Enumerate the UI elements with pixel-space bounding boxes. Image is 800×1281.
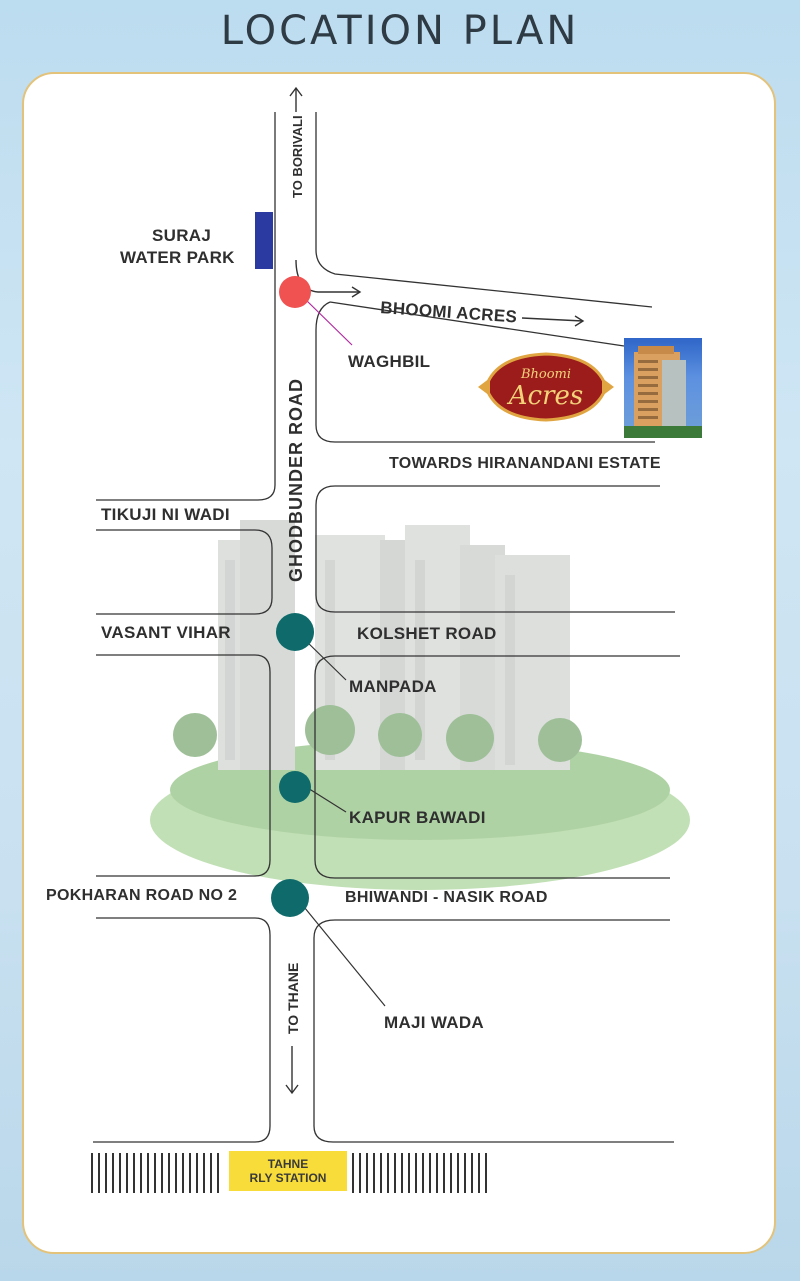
water-park-marker: [255, 212, 273, 269]
majiwada-marker: [271, 879, 309, 917]
majiwada-label: MAJI WADA: [384, 1013, 484, 1032]
vasant-vihar-label: VASANT VIHAR: [101, 623, 231, 642]
bhoomi-acres-logo: Bhoomi Acres: [478, 352, 614, 422]
station-line1: TAHNE: [267, 1157, 309, 1171]
suraj-label-line2: WATER PARK: [120, 248, 235, 267]
suraj-label-line1: SURAJ: [152, 226, 212, 245]
bhiwandi-nasik-road-label: BHIWANDI - NASIK ROAD: [345, 889, 548, 906]
kolshet-road-label: KOLSHET ROAD: [357, 624, 497, 643]
manpada-marker: [276, 613, 314, 651]
logo-line2: Acres: [507, 381, 584, 411]
waghbil-label: WAGHBIL: [348, 352, 431, 371]
road-lines: [93, 112, 680, 1143]
kapur-bawadi-label: KAPUR BAWADI: [349, 808, 486, 827]
marker-pointers: [299, 299, 386, 1007]
manpada-label: MANPADA: [349, 677, 437, 696]
kapur-bawadi-marker: [279, 771, 311, 803]
building-illustration: [150, 520, 690, 890]
logo-line1: Bhoomi: [520, 367, 571, 382]
thane-station-box: TAHNE RLY STATION: [229, 1151, 347, 1191]
waghbil-marker: [279, 276, 311, 308]
to-borivali-label: TO BORIVALI: [290, 115, 305, 198]
to-thane-label: TO THANE: [285, 962, 301, 1034]
station-line2: RLY STATION: [249, 1171, 327, 1185]
page-title: LOCATION PLAN: [220, 8, 580, 54]
tikuji-label: TIKUJI NI WADI: [101, 505, 230, 524]
project-building-photo: [624, 338, 702, 438]
railway-track: [91, 1153, 487, 1193]
ghodbunder-road-label: GHODBUNDER ROAD: [286, 378, 306, 582]
hiranandani-label: TOWARDS HIRANANDANI ESTATE: [389, 455, 661, 472]
pokharan-road-label: POKHARAN ROAD NO 2: [46, 887, 238, 904]
